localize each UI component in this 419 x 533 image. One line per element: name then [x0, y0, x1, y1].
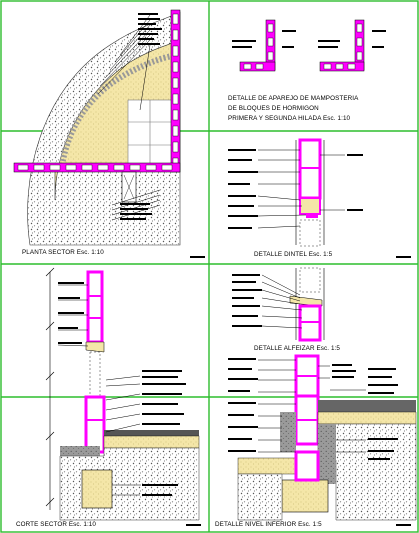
aparejo-title-line1: DETALLE DE APAREJO DE MAMPOSTERIA: [228, 95, 359, 102]
nivel-inferior-title: DETALLE NIVEL INFERIOR Esc. 1:5: [215, 521, 322, 528]
aparejo-drawing: [232, 19, 386, 72]
corte-sector-drawing: [45, 267, 201, 526]
aparejo-title-line2: DE BLOQUES DE HORMIGON: [228, 105, 319, 112]
dintel-title: DETALLE DINTEL Esc. 1:5: [254, 251, 333, 258]
planta-sector-title: PLANTA SECTOR Esc. 1:10: [22, 249, 104, 256]
aparejo-title-line3: PRIMERA Y SEGUNDA HILADA Esc. 1:10: [228, 115, 351, 122]
planta-sector-drawing: [13, 9, 205, 258]
nivel-inferior-drawing: [228, 354, 417, 526]
alfeizar-drawing: [232, 267, 325, 342]
alfeizar-title: DETALLE ALFEIZAR Esc. 1:5: [254, 345, 340, 352]
dintel-drawing: [228, 138, 411, 258]
corte-sector-title: CORTE SECTOR Esc. 1:10: [16, 521, 96, 528]
